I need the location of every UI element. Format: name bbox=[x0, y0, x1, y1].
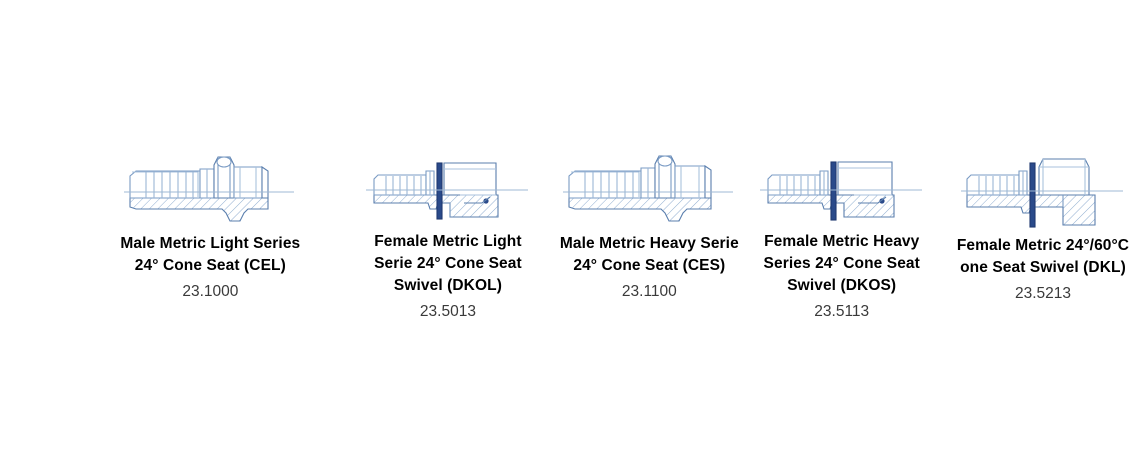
product-code: 23.5213 bbox=[1014, 285, 1071, 302]
product-code: 23.5013 bbox=[419, 303, 476, 320]
product-code: 23.1000 bbox=[182, 283, 239, 300]
product-code: 23.5113 bbox=[814, 303, 870, 320]
female-metric-24-60-cone-seat-swivel-fitting bbox=[960, 158, 1123, 228]
product-title: Female Metric 24°/60°C one Seat Swivel (… bbox=[956, 237, 1130, 276]
product-card-ces[interactable]: Male Metric Heavy Serie 24° Cone Seat (C… bbox=[553, 0, 745, 302]
product-card-dkl[interactable]: Female Metric 24°/60°C one Seat Swivel (… bbox=[940, 0, 1146, 304]
female-metric-heavy-series-swivel-fitting bbox=[759, 161, 922, 221]
product-card-dkol[interactable]: Female Metric Light Serie 24° Cone Seat … bbox=[357, 0, 540, 322]
product-card-cel[interactable]: Male Metric Light Series 24° Cone Seat (… bbox=[72, 0, 349, 302]
female-metric-light-series-swivel-fitting bbox=[365, 162, 528, 220]
product-title: Female Metric Heavy Series 24° Cone Seat… bbox=[763, 233, 920, 294]
product-code: 23.1100 bbox=[621, 283, 677, 300]
product-title: Male Metric Heavy Serie 24° Cone Seat (C… bbox=[559, 235, 739, 274]
male-metric-heavy-series-fitting bbox=[563, 155, 734, 222]
product-title: Male Metric Light Series 24° Cone Seat (… bbox=[120, 235, 301, 274]
product-title: Female Metric Light Serie 24° Cone Seat … bbox=[374, 233, 522, 294]
product-card-dkos[interactable]: Female Metric Heavy Series 24° Cone Seat… bbox=[750, 0, 934, 322]
male-metric-light-series-fitting bbox=[124, 156, 295, 222]
